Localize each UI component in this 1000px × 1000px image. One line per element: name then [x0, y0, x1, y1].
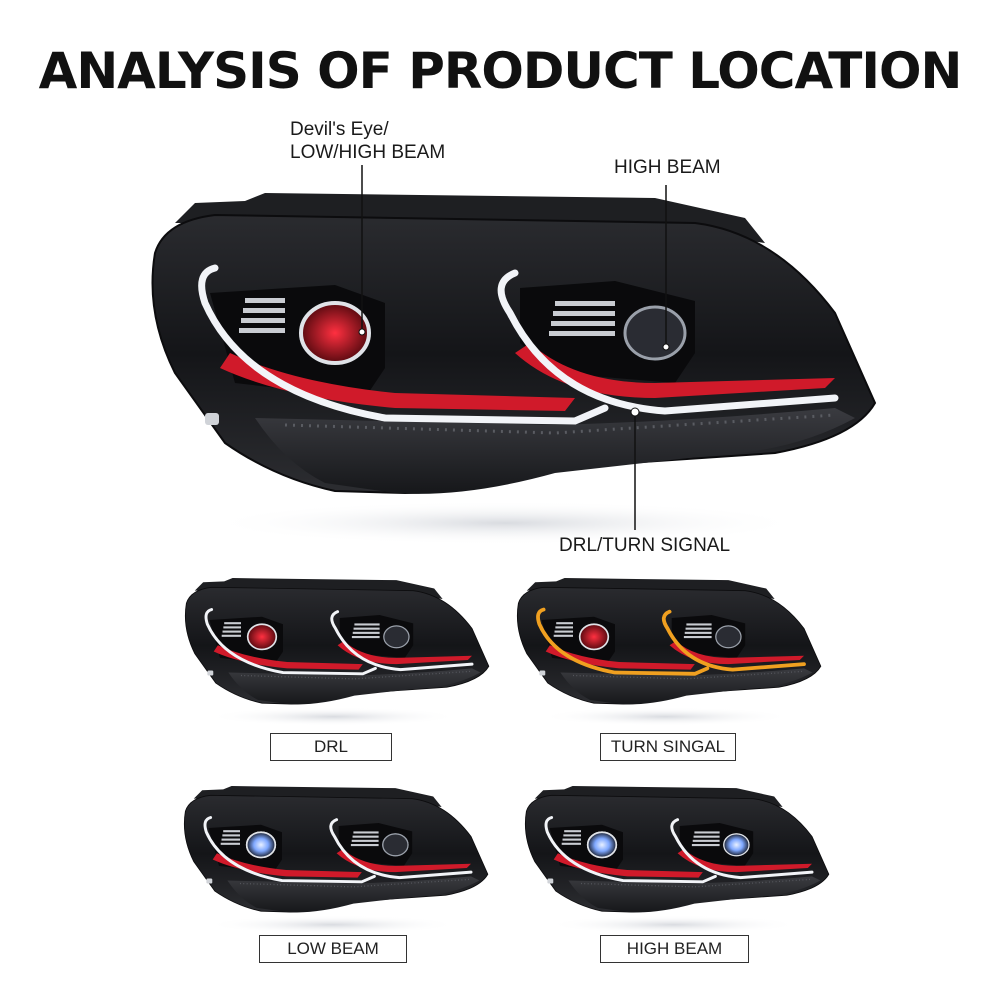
drl-headlight-image: [183, 576, 491, 728]
main-headlight-image: [135, 193, 885, 538]
devils-eye-callout: Devil's Eye/ LOW/HIGH BEAM: [290, 118, 445, 164]
devils-eye-line2: LOW/HIGH BEAM: [290, 142, 446, 163]
page-title: ANALYSIS OF PRODUCT LOCATION: [38, 42, 963, 100]
turn-signal-label: TURN SINGAL: [600, 733, 736, 761]
devils-eye-line1: Devil's Eye/: [290, 119, 389, 140]
high-beam-label: HIGH BEAM: [600, 935, 749, 963]
low-beam-headlight-image: [182, 784, 490, 936]
low-beam-label: LOW BEAM: [259, 935, 407, 963]
high-beam-callout: HIGH BEAM: [614, 157, 721, 178]
drl-turn-callout: DRL/TURN SIGNAL: [559, 535, 731, 556]
high-beam-headlight-image: [523, 784, 831, 936]
turn-signal-headlight-image: [515, 576, 823, 728]
drl-label: DRL: [270, 733, 392, 761]
